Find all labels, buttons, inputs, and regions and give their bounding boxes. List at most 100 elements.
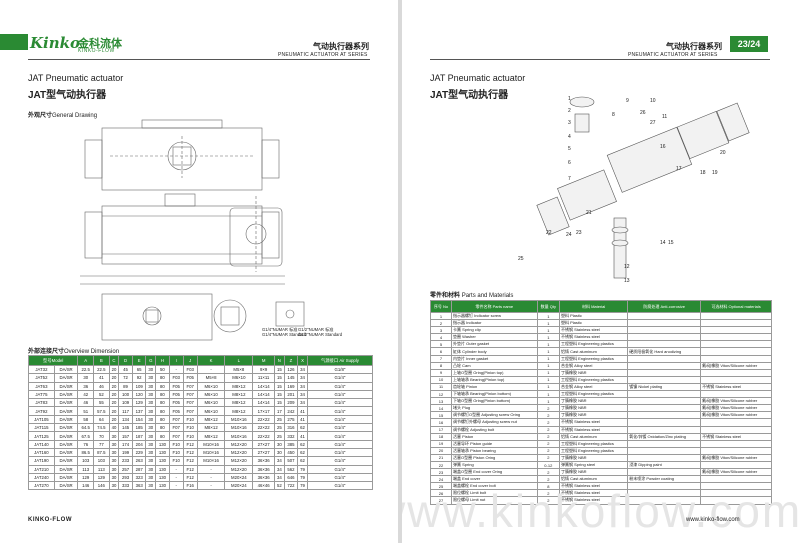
table-cell: G1/4" (306, 481, 374, 491)
part-callout-number: 11 (662, 114, 668, 120)
table-cell: 弹簧钢 Spring steel (558, 460, 629, 470)
page-title-en: JAT Pneumatic actuator (430, 73, 526, 83)
header-rule (28, 59, 370, 60)
table-cell: 不锈钢 Stainless steel (700, 432, 772, 441)
table-cell: 130 (155, 456, 170, 466)
table-cell: 30 (145, 423, 157, 433)
dim-header-cell: Z (283, 355, 299, 366)
table-cell: 20 (108, 398, 120, 408)
namur-notes-2: G1/2"NUMAR 标准 G1/2"NUMAR Standard (298, 327, 342, 337)
table-cell (627, 340, 702, 349)
table-cell: M8×12 (224, 398, 254, 408)
table-cell: 13 (429, 397, 453, 406)
part-callout-number: 23 (576, 230, 582, 236)
table-cell: M10×16 (196, 456, 226, 466)
table-cell: 129 (131, 398, 147, 408)
parts-header-cell: 防腐处理 Anti-corrosive (627, 300, 702, 313)
table-cell (627, 418, 702, 427)
table-cell: 40 (108, 423, 120, 433)
table-cell: 20 (108, 364, 120, 375)
table-cell (700, 347, 772, 356)
table-cell: M10×16 (224, 423, 254, 433)
table-cell: 77 (93, 439, 110, 449)
table-cell: DA/SR (53, 481, 79, 491)
table-cell: 55 (93, 398, 110, 408)
table-cell: 丁腈橡胶 NBR (558, 468, 629, 477)
part-callout-number: 24 (566, 232, 572, 238)
table-cell: M5×8 (196, 373, 226, 383)
page-title-cn: JAT型气动执行器 (430, 90, 509, 101)
table-cell: 氟/硅橡胶 Viton/Silicone rubber (700, 453, 772, 462)
table-cell: 263 (131, 456, 147, 466)
table-cell: 22×22 (252, 431, 276, 441)
table-cell: M8×12 (224, 389, 254, 400)
table-cell: 2 (536, 446, 561, 455)
table-cell: DA/SR (53, 364, 79, 375)
table-cell (700, 496, 772, 505)
table-cell: 363 (131, 481, 147, 491)
table-cell: M6×10 (224, 373, 254, 383)
table-cell: 36 (77, 381, 95, 391)
table-cell: 调节螺栓 Adjusting bolt (451, 425, 538, 434)
table-cell: 21 (429, 453, 453, 462)
table-cell: JAT125 (28, 431, 55, 441)
table-cell: 工程塑料 Engineering plastics (558, 340, 629, 349)
part-callout-number: 15 (668, 240, 674, 246)
table-cell: 2 (536, 475, 561, 484)
table-cell: G1/4" (306, 431, 374, 441)
table-cell: 30 (108, 439, 120, 449)
table-cell: F10 (182, 414, 198, 425)
table-cell: 30 (145, 481, 157, 491)
table-cell: 70 (93, 431, 110, 441)
table-cell: G1/4" (306, 423, 374, 433)
table-cell: 16 (429, 418, 453, 427)
table-cell: 弹簧 Spring (451, 460, 538, 470)
part-callout-number: 3 (568, 120, 571, 126)
table-cell: G1/4" (306, 389, 374, 400)
dim-header-cell: 型号Model (27, 355, 79, 366)
table-cell: 不锈钢 Stainless steel (558, 333, 629, 342)
table-cell (700, 375, 772, 384)
table-cell: 30 (145, 398, 157, 408)
dim-header-cell: D (118, 355, 133, 366)
table-cell: 46 (93, 381, 110, 391)
table-cell: 15 (274, 389, 285, 400)
table-cell: 合金钢 Alloy steel (558, 382, 629, 392)
table-cell: 62 (297, 439, 308, 449)
table-cell (700, 439, 772, 448)
table-cell: DA/SR (53, 414, 79, 425)
namur-note-1-en: G1/4"NUMAR Standard (262, 332, 307, 337)
table-cell: 10 (429, 375, 453, 384)
table-cell: 57.5 (93, 406, 110, 416)
table-cell: 30 (108, 481, 120, 491)
table-cell: 2 (536, 418, 561, 427)
table-cell: 1 (429, 311, 453, 321)
table-cell: M8×12 (196, 431, 226, 441)
table-cell: 1 (536, 319, 561, 328)
brand-bar (0, 34, 28, 50)
table-cell: 浸漆 Dipping paint (627, 460, 702, 470)
table-cell: 11 (429, 382, 453, 392)
table-cell: G1/4" (306, 406, 374, 416)
table-cell (700, 446, 772, 455)
table-cell: 64.5 (77, 423, 95, 433)
table-cell: G1/4" (306, 456, 374, 466)
table-cell (700, 319, 772, 328)
dim-header-cell: H (155, 355, 170, 366)
table-cell: 27×27 (252, 439, 276, 449)
part-callout-number: 4 (568, 134, 571, 140)
dim-header-cell: N (274, 355, 285, 366)
part-callout-number: 18 (700, 170, 706, 176)
table-cell: 25 (274, 423, 285, 433)
table-cell: 27 (429, 496, 453, 505)
table-cell: M6×10 (196, 398, 226, 408)
table-cell: 30 (108, 431, 120, 441)
table-cell: 51 (77, 406, 95, 416)
